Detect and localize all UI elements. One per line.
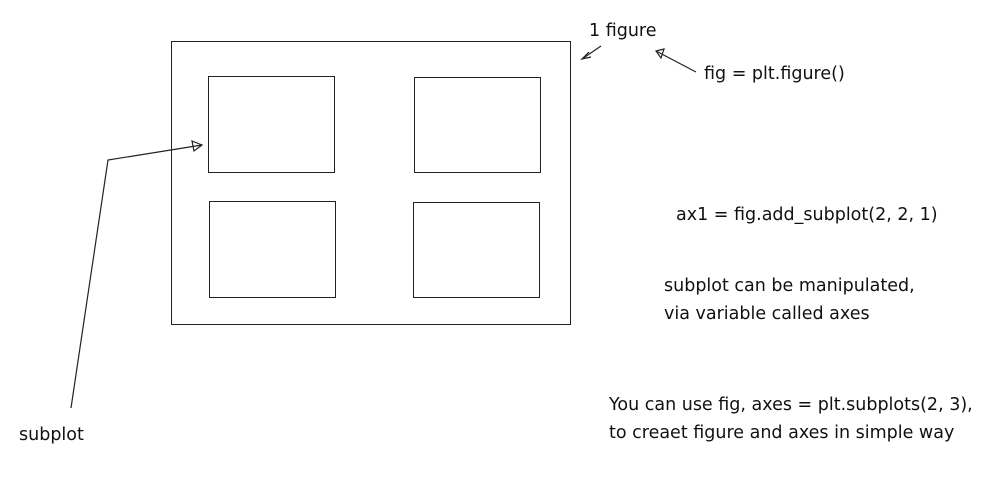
figure-arrow-line xyxy=(581,45,602,60)
subplot-pointer-head xyxy=(191,140,204,153)
subplot-pointer-line xyxy=(70,144,203,409)
figure-label: 1 figure xyxy=(589,21,657,41)
figure-arrow-head xyxy=(580,51,592,61)
subplot-box-2 xyxy=(414,77,541,173)
subplot-note-line-1: subplot can be manipulated, xyxy=(664,276,915,296)
subplot-box-1 xyxy=(208,76,335,173)
subplot-note-line-2: via variable called axes xyxy=(664,304,870,324)
figure-frame xyxy=(171,41,571,325)
code-arrow-head xyxy=(654,48,665,60)
subplots-note-line-2: to creaet figure and axes in simple way xyxy=(609,423,955,443)
subplot-label: subplot xyxy=(19,425,84,445)
subplots-note-line-1: You can use fig, axes = plt.subplots(2, … xyxy=(609,395,973,415)
subplot-box-3 xyxy=(209,201,336,298)
add-subplot-code-label: ax1 = fig.add_subplot(2, 2, 1) xyxy=(676,205,938,225)
subplot-box-4 xyxy=(413,202,540,298)
figure-code-label: fig = plt.figure() xyxy=(704,64,845,84)
